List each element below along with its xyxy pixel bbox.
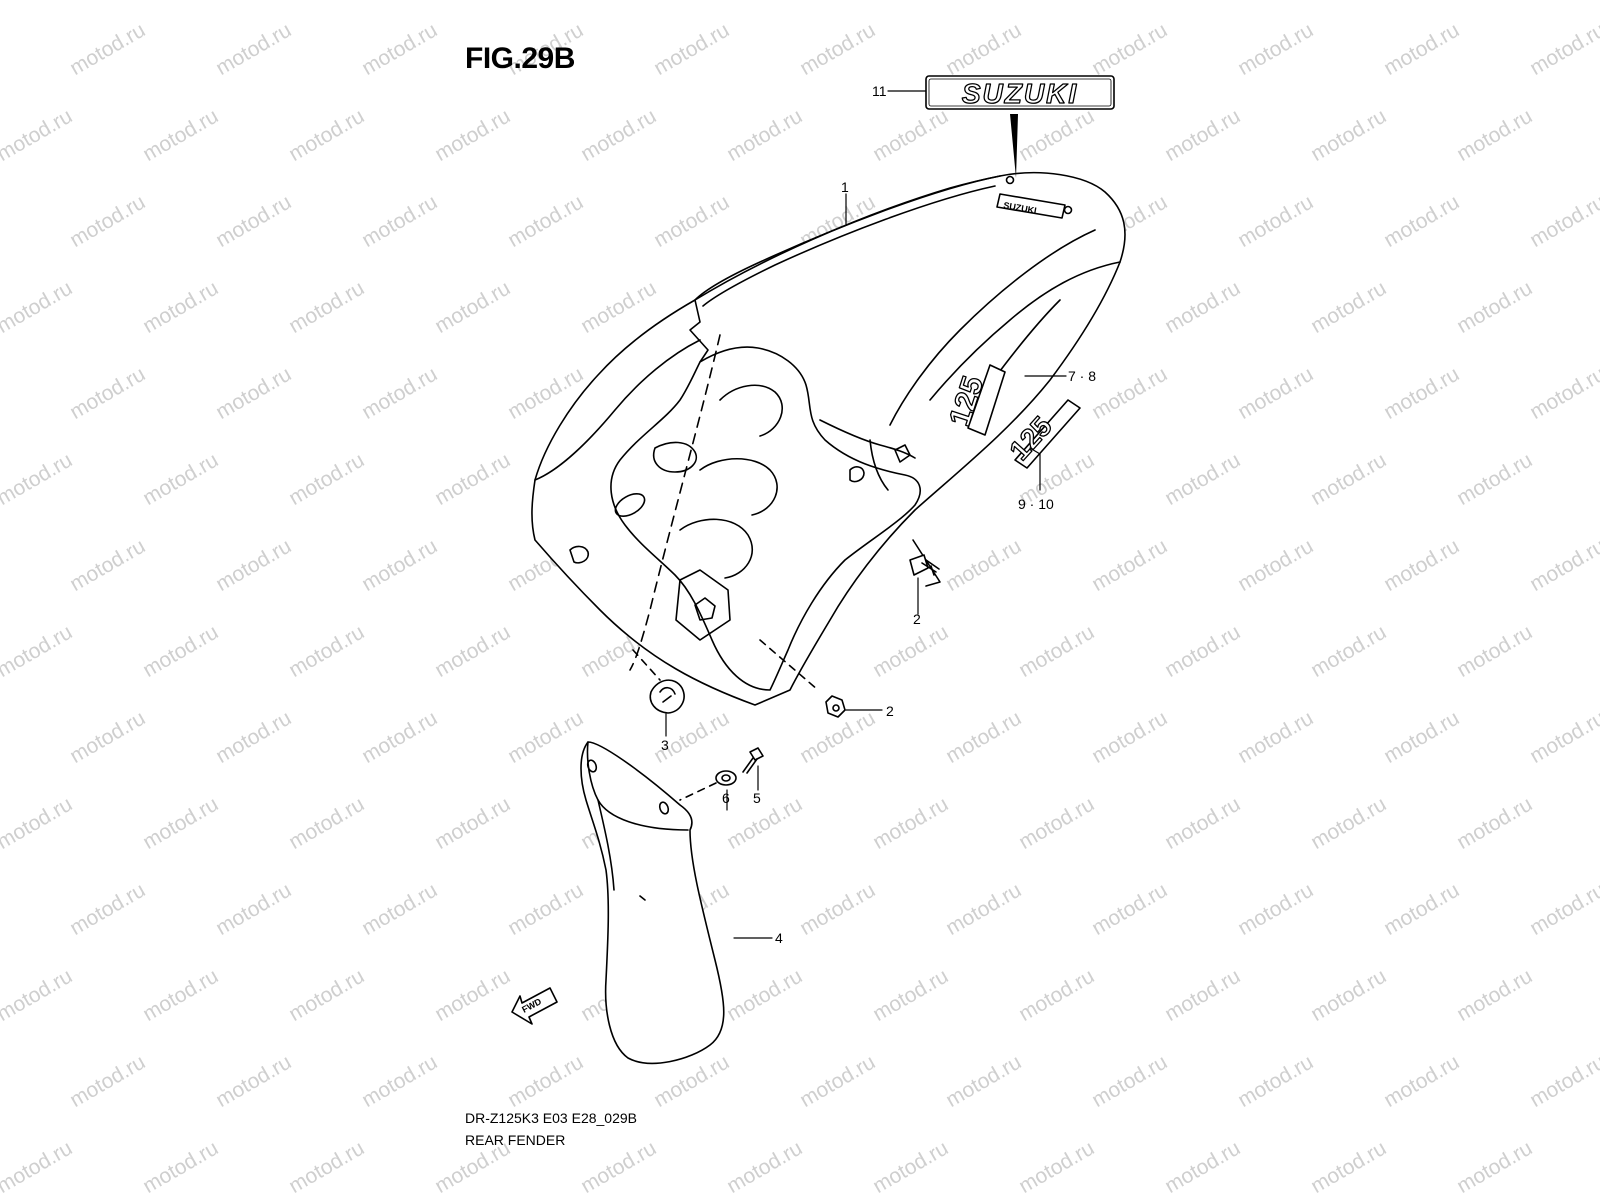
washer	[715, 770, 737, 786]
washer-guide-line	[679, 782, 717, 801]
callout-2-upper: 2	[913, 611, 921, 627]
emblem-pointer	[1010, 114, 1018, 178]
fender-clip	[632, 649, 685, 714]
figure-title: FIG.29B	[465, 42, 575, 75]
callout-2-lower: 2	[886, 703, 894, 719]
bolt-lower	[825, 695, 846, 718]
callout-5: 5	[753, 790, 761, 806]
figure-name: REAR FENDER	[465, 1132, 566, 1148]
suzuki-emblem: SUZUKI	[925, 75, 1115, 110]
callout-3: 3	[661, 737, 669, 753]
callout-7-8: 7 · 8	[1068, 368, 1097, 384]
rear-fender-body	[531, 171, 1126, 706]
suzuki-emblem-text: SUZUKI	[962, 78, 1078, 109]
callout-9-10: 9 · 10	[1018, 496, 1054, 512]
screw	[742, 747, 764, 774]
callout-1: 1	[841, 179, 849, 195]
fwd-arrow-icon: FWD	[511, 987, 558, 1025]
bolt-upper	[909, 554, 940, 576]
leader-lines	[665, 90, 1067, 939]
callout-11: 11	[872, 83, 887, 99]
mud-flap	[580, 741, 725, 1065]
callout-4: 4	[775, 930, 783, 946]
figure-code: DR-Z125K3 E03 E28_029B	[465, 1110, 637, 1126]
callout-6: 6	[722, 790, 730, 806]
